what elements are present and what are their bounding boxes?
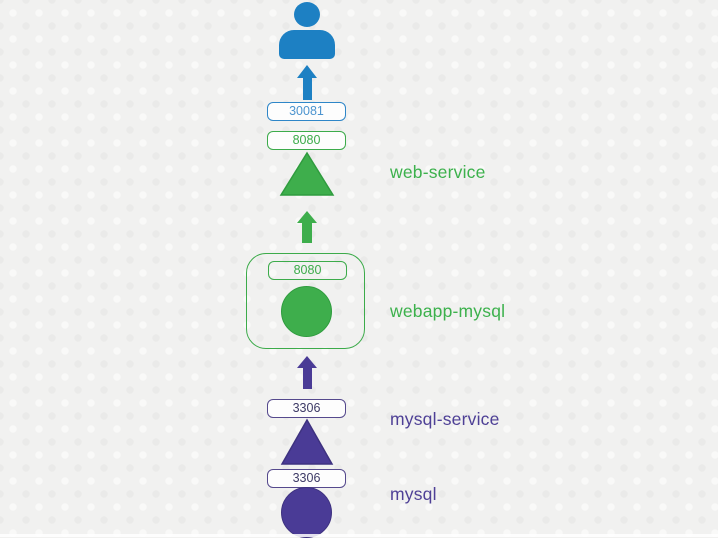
port-label: 3306: [292, 401, 321, 415]
arrow-up-to-user: [297, 65, 317, 100]
port-box-mysql-container: 3306: [267, 469, 346, 488]
port-label: 30081: [289, 104, 324, 118]
webapp-pod-boundary: [246, 253, 365, 349]
arrow-up-to-web-service: [297, 211, 317, 243]
webapp-pod-circle: [281, 286, 332, 337]
port-label: 8080: [292, 133, 321, 147]
arrow-stem: [302, 223, 312, 243]
user-icon-head: [294, 2, 320, 27]
web-service-triangle: [279, 151, 335, 196]
mysql-service-triangle: [280, 418, 334, 465]
arrow-head: [297, 65, 317, 78]
port-box-nodeport: 30081: [267, 102, 346, 121]
page-bottom-edge: [0, 534, 718, 537]
port-box-web-service: 8080: [267, 131, 346, 150]
arrow-stem: [302, 368, 312, 389]
user-icon-body: [279, 30, 335, 59]
web-service-label: web-service: [390, 162, 486, 182]
arrow-head: [297, 211, 317, 223]
mysql-pod-circle: [281, 487, 332, 538]
webapp-pod-label: webapp-mysql: [390, 301, 506, 321]
mysql-service-label: mysql-service: [390, 409, 500, 429]
arrow-stem: [302, 78, 312, 100]
port-box-webapp-container: 8080: [268, 261, 347, 280]
port-box-mysql-service: 3306: [267, 399, 346, 418]
port-label: 8080: [293, 263, 322, 277]
arrow-head: [297, 356, 317, 368]
port-label: 3306: [292, 471, 321, 485]
mysql-pod-label: mysql: [390, 484, 437, 504]
arrow-up-to-webapp: [297, 356, 317, 389]
